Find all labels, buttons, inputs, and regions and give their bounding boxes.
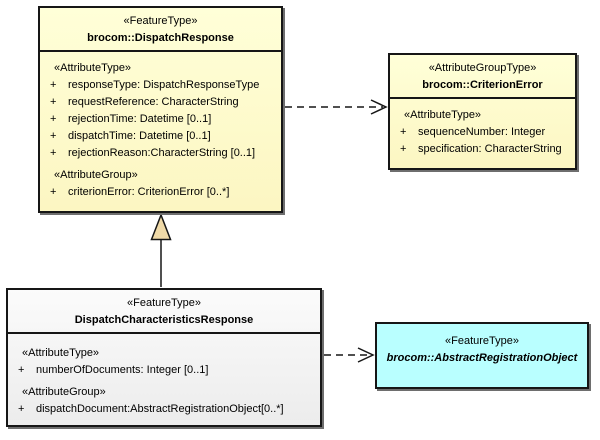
- dependency-connector-criterion-error[interactable]: [285, 99, 388, 115]
- class-box-criterion-error[interactable]: «AttributeGroupType» brocom::CriterionEr…: [388, 53, 577, 170]
- stereotype-label: «AttributeGroupType»: [428, 62, 537, 74]
- class-name: DispatchCharacteristicsResponse: [74, 314, 254, 326]
- attribute-text: requestReference: CharacterString: [68, 96, 239, 108]
- attributes-compartment: «AttributeType» + responseType: Dispatch…: [40, 52, 281, 205]
- attribute-text: dispatchTime: Datetime [0..1]: [68, 130, 211, 142]
- section-heading-attribute-type: «AttributeType»: [404, 109, 482, 121]
- visibility-marker: +: [50, 186, 57, 198]
- attribute-text: specification: CharacterString: [418, 143, 562, 155]
- attribute-text: dispatchDocument:AbstractRegistrationObj…: [36, 403, 284, 415]
- section-heading-attribute-group: «AttributeGroup»: [54, 169, 138, 181]
- hollow-triangle-arrowhead-icon: [150, 212, 172, 241]
- attributes-compartment: «AttributeType» + numberOfDocuments: Int…: [8, 334, 320, 422]
- attribute-row[interactable]: + specification: CharacterString: [392, 141, 573, 158]
- class-header: «AttributeGroupType» brocom::CriterionEr…: [390, 55, 575, 99]
- generalization-connector[interactable]: [150, 212, 172, 287]
- class-box-dispatch-characteristics-response[interactable]: «FeatureType» DispatchCharacteristicsRes…: [6, 288, 322, 427]
- section-heading-attribute-group: «AttributeGroup»: [22, 386, 106, 398]
- class-header: «FeatureType» DispatchCharacteristicsRes…: [8, 290, 320, 334]
- open-arrowhead-icon: [357, 347, 375, 363]
- attribute-text: sequenceNumber: Integer: [418, 126, 546, 138]
- attribute-text: responseType: DispatchResponseType: [68, 79, 260, 91]
- open-arrowhead-icon: [370, 99, 388, 115]
- stereotype-label: «FeatureType»: [127, 297, 201, 309]
- visibility-marker: +: [50, 79, 57, 91]
- class-box-abstract-registration-object[interactable]: «FeatureType» brocom::AbstractRegistrati…: [375, 322, 589, 389]
- class-header: «FeatureType» brocom::AbstractRegistrati…: [377, 324, 587, 370]
- attribute-row[interactable]: + rejectionReason:CharacterString [0..1]: [42, 145, 279, 162]
- class-box-dispatch-response[interactable]: «FeatureType» brocom::DispatchResponse «…: [38, 6, 283, 213]
- visibility-marker: +: [50, 96, 57, 108]
- visibility-marker: +: [50, 130, 57, 142]
- section-heading-attribute-type: «AttributeType»: [54, 62, 132, 74]
- attribute-row[interactable]: + requestReference: CharacterString: [42, 94, 279, 111]
- attribute-row[interactable]: + numberOfDocuments: Integer [0..1]: [10, 362, 318, 379]
- stereotype-label: «FeatureType»: [123, 15, 198, 27]
- visibility-marker: +: [18, 403, 25, 415]
- class-header: «FeatureType» brocom::DispatchResponse: [40, 8, 281, 52]
- dependency-connector-abstract-registration-object[interactable]: [324, 347, 375, 363]
- stereotype-label: «FeatureType»: [445, 335, 519, 347]
- attribute-row[interactable]: + rejectionTime: Datetime [0..1]: [42, 111, 279, 128]
- attributes-compartment: «AttributeType» + sequenceNumber: Intege…: [390, 99, 575, 162]
- section-heading-attribute-type: «AttributeType»: [22, 347, 100, 359]
- attribute-text: rejectionTime: Datetime [0..1]: [68, 113, 212, 125]
- visibility-marker: +: [50, 113, 57, 125]
- attribute-text: criterionError: CriterionError [0..*]: [68, 186, 230, 198]
- attribute-row[interactable]: + criterionError: CriterionError [0..*]: [42, 184, 279, 201]
- attribute-row[interactable]: + dispatchTime: Datetime [0..1]: [42, 128, 279, 145]
- class-name: brocom::DispatchResponse: [87, 32, 234, 44]
- attribute-row[interactable]: + responseType: DispatchResponseType: [42, 77, 279, 94]
- visibility-marker: +: [50, 147, 57, 159]
- attribute-row[interactable]: + sequenceNumber: Integer: [392, 124, 573, 141]
- class-name: brocom::AbstractRegistrationObject: [386, 352, 578, 364]
- visibility-marker: +: [18, 364, 25, 376]
- attribute-text: numberOfDocuments: Integer [0..1]: [36, 364, 209, 376]
- class-name: brocom::CriterionError: [422, 79, 543, 91]
- attribute-text: rejectionReason:CharacterString [0..1]: [68, 147, 256, 159]
- attribute-row[interactable]: + dispatchDocument:AbstractRegistrationO…: [10, 401, 318, 418]
- visibility-marker: +: [400, 126, 407, 138]
- visibility-marker: +: [400, 143, 407, 155]
